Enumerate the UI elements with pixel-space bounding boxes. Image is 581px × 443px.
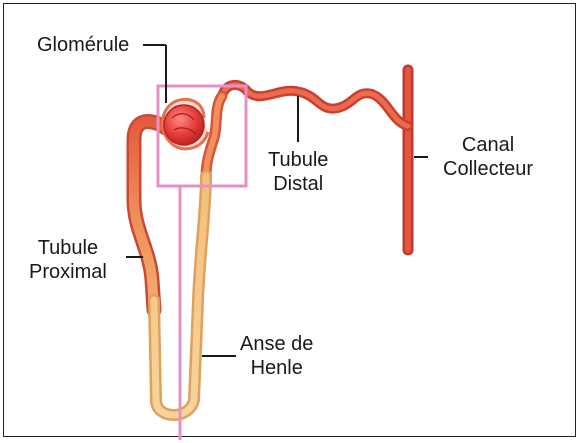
label-tubule-distal-line2: Distal [268, 172, 328, 196]
label-anse-de-henle: Anse de Henle [240, 332, 313, 380]
label-tubule-distal: Tubule Distal [268, 148, 328, 196]
label-canal-collecteur: Canal Collecteur [443, 133, 533, 181]
label-glomerule-text: Glomérule [37, 33, 129, 57]
label-tubule-proximal-line2: Proximal [29, 260, 107, 284]
label-tubule-proximal: Tubule Proximal [29, 236, 107, 284]
label-anse-de-henle-line2: Henle [240, 356, 313, 380]
label-glomerule: Glomérule [37, 33, 129, 57]
label-canal-collecteur-line2: Collecteur [443, 157, 533, 181]
label-canal-collecteur-line1: Canal [443, 133, 533, 157]
label-tubule-proximal-line1: Tubule [29, 236, 107, 260]
label-anse-de-henle-line1: Anse de [240, 332, 313, 356]
glomerulus [164, 105, 204, 145]
label-tubule-distal-line1: Tubule [268, 148, 328, 172]
